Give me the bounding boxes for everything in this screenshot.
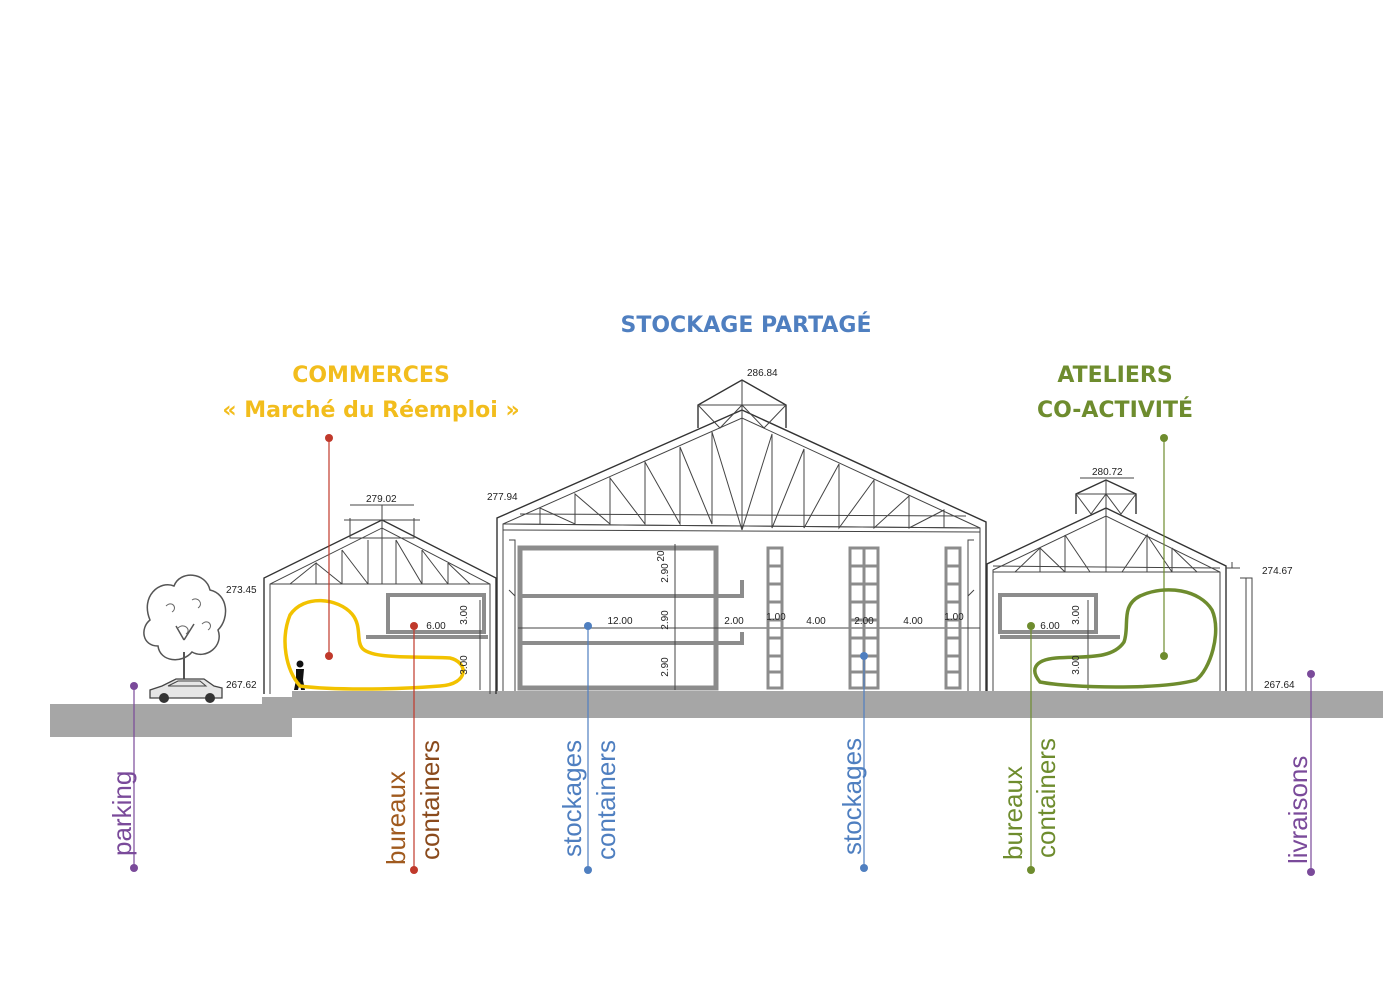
dim-right-office-height: 3.00: [1071, 605, 1082, 625]
right-hall: [986, 477, 1253, 691]
dim-top-band: 20: [656, 550, 667, 562]
elevation-left-roof: 279.02: [366, 494, 397, 505]
elevation-right-ground: 267.64: [1264, 680, 1295, 691]
dim-rack-b: 2.00: [854, 616, 874, 627]
storage-rack-3: [944, 546, 962, 690]
label-bureaux-right: bureaux: [998, 766, 1028, 860]
dim-stack-middle: 2.90: [660, 610, 671, 630]
title-commerces-line1: COMMERCES: [292, 363, 450, 388]
label-containers-right: containers: [1031, 738, 1061, 858]
dim-left-container-height: 3.00: [459, 655, 470, 675]
dim-rack-a: 1.00: [766, 612, 786, 623]
elevation-center-eave: 277.94: [487, 492, 518, 503]
ateliers-circulation-loop: [1033, 588, 1218, 689]
elevation-right-roof: 280.72: [1092, 467, 1123, 478]
dim-right-office-width: 6.00: [1040, 621, 1060, 632]
storage-rack-1: [766, 546, 784, 690]
elevation-left-eave: 273.45: [226, 585, 257, 596]
label-containers-center: containers: [591, 740, 621, 860]
leader-markers: [130, 434, 1315, 876]
title-commerces-line2: « Marché du Réemploi »: [222, 398, 519, 423]
dim-gap-a: 2.00: [724, 616, 744, 627]
dim-rack-c: 1.00: [944, 612, 964, 623]
leader-lines: [133, 438, 1312, 872]
dim-right-container-height: 3.00: [1071, 655, 1082, 675]
dim-hall-width: 12.00: [607, 616, 632, 627]
car-illustration: [149, 678, 223, 703]
label-livraisons: livraisons: [1283, 756, 1313, 864]
title-ateliers-line2: CO-ACTIVITÉ: [1037, 397, 1193, 423]
title-stockage: STOCKAGE PARTAGÉ: [620, 312, 871, 338]
elevation-center-top: 286.84: [747, 368, 778, 379]
dim-left-office-height: 3.00: [459, 605, 470, 625]
elevation-left-ground: 267.62: [226, 680, 257, 691]
left-hall: [263, 504, 497, 694]
dim-stack-lower: 2.90: [660, 657, 671, 677]
ground-slab: [50, 691, 1383, 737]
dim-aisle-a: 4.00: [806, 616, 826, 627]
commerces-circulation-loop: [283, 598, 465, 691]
label-bureaux-left: bureaux: [381, 771, 411, 865]
elevation-right-eave: 274.67: [1262, 566, 1293, 577]
tree-illustration: [143, 574, 227, 688]
label-stockages-left: stockages: [557, 740, 587, 857]
center-hall: [496, 379, 987, 691]
label-stockages-center: stockages: [837, 738, 867, 855]
label-containers-left: containers: [415, 740, 445, 860]
title-ateliers-line1: ATELIERS: [1057, 363, 1172, 388]
dim-aisle-b: 4.00: [903, 616, 923, 627]
dim-left-office-width: 6.00: [426, 621, 446, 632]
dim-stack-upper: 2.90: [660, 563, 671, 583]
label-parking: parking: [107, 771, 137, 856]
